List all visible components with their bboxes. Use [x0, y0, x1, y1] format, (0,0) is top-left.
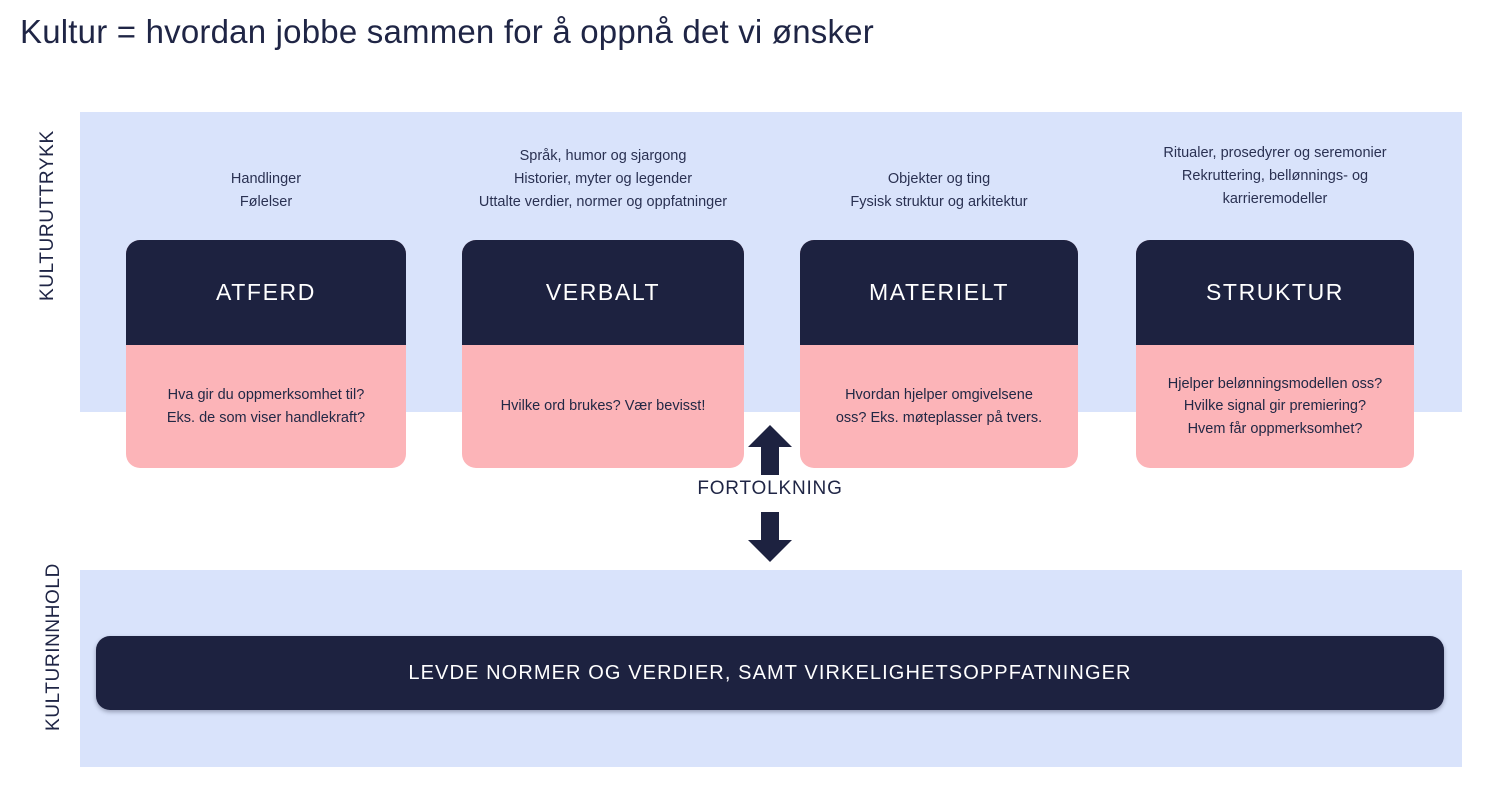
- card-verbalt-text: Hvilke ord brukes? Vær bevisst!: [500, 398, 706, 415]
- card-atferd[interactable]: ATFERD Hva gir du oppmerksomhet til? Eks…: [126, 240, 406, 468]
- card-struktur-body: Hjelper belønningsmodellen oss? Hvilke s…: [1136, 345, 1414, 468]
- card-verbalt[interactable]: VERBALT Hvilke ord brukes? Vær bevisst!: [462, 240, 744, 468]
- kulturinnhold-bar-text: LEVDE NORMER OG VERDIER, SAMT VIRKELIGHE…: [408, 661, 1132, 684]
- card-atferd-text: Hva gir du oppmerksomhet til? Eks. de so…: [166, 387, 366, 426]
- card-struktur[interactable]: STRUKTUR Hjelper belønningsmodellen oss?…: [1136, 240, 1414, 468]
- card-atferd-body: Hva gir du oppmerksomhet til? Eks. de so…: [126, 345, 406, 468]
- fortolkning-label: FORTOLKNING: [697, 478, 843, 499]
- card-materielt-header: MATERIELT: [800, 240, 1078, 345]
- card-struktur-title: STRUKTUR: [1205, 279, 1345, 305]
- card-struktur-text: Hjelper belønningsmodellen oss? Hvilke s…: [1167, 375, 1383, 437]
- arrow-down-icon: [748, 512, 792, 562]
- card-materielt[interactable]: MATERIELT Hvordan hjelper omgivelsene os…: [800, 240, 1078, 468]
- card-atferd-title: ATFERD: [216, 279, 316, 305]
- card-verbalt-header: VERBALT: [462, 240, 744, 345]
- card-materielt-title: MATERIELT: [868, 279, 1010, 305]
- caption-verbalt: Språk, humor og sjargong Historier, myte…: [478, 148, 728, 210]
- card-materielt-text: Hvordan hjelper omgivelsene oss? Eks. mø…: [835, 387, 1043, 426]
- page-title: Kultur = hvordan jobbe sammen for å oppn…: [20, 13, 874, 50]
- axis-label-kulturuttrykk: KULTURUTTRYKK: [37, 130, 58, 301]
- card-atferd-header: ATFERD: [126, 240, 406, 345]
- kulturinnhold-bar[interactable]: LEVDE NORMER OG VERDIER, SAMT VIRKELIGHE…: [96, 636, 1444, 710]
- card-materielt-body: Hvordan hjelper omgivelsene oss? Eks. mø…: [800, 345, 1078, 468]
- arrow-up-icon: [748, 425, 792, 475]
- caption-atferd: Handlinger Følelser: [230, 171, 302, 210]
- card-verbalt-title: VERBALT: [545, 279, 661, 305]
- card-verbalt-body: Hvilke ord brukes? Vær bevisst!: [462, 345, 744, 468]
- caption-struktur: Ritualer, prosedyrer og seremonier Rekru…: [1163, 145, 1387, 207]
- axis-label-kulturinnhold: KULTURINNHOLD: [43, 563, 64, 731]
- caption-materielt: Objekter og ting Fysisk struktur og arki…: [850, 171, 1028, 210]
- card-struktur-header: STRUKTUR: [1136, 240, 1414, 345]
